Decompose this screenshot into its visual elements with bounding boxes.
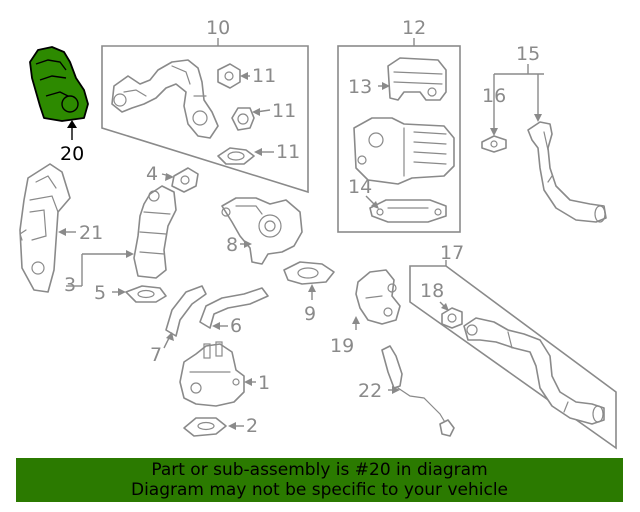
banner-line-2: Diagram may not be specific to your vehi… (130, 480, 508, 500)
callout-20: 20 (60, 143, 84, 165)
callout-12: 12 (402, 17, 426, 39)
callout-8: 8 (226, 234, 238, 256)
callout-11-b: 11 (272, 100, 296, 122)
callout-7: 7 (150, 344, 162, 366)
part-11-gasket-c[interactable] (217, 147, 255, 165)
callout-16: 16 (482, 85, 506, 107)
callout-1: 1 (258, 372, 270, 394)
callout-17: 17 (440, 242, 464, 264)
part-6-hose[interactable] (199, 287, 269, 329)
part-8-valve[interactable] (221, 197, 303, 265)
callout-19: 19 (330, 335, 354, 357)
part-22-sensor[interactable] (381, 345, 455, 437)
part-5-gasket[interactable] (125, 285, 167, 303)
part-4-gasket[interactable] (171, 167, 199, 193)
part-14-bracket[interactable] (369, 199, 447, 223)
callout-15: 15 (516, 43, 540, 65)
part-21[interactable] (19, 163, 71, 293)
group-box-10 (101, 45, 309, 194)
callout-21: 21 (79, 222, 103, 244)
callout-11-c: 11 (276, 141, 300, 163)
group-box-12 (337, 45, 461, 233)
group-box-17 (409, 265, 617, 450)
part-17-pipe[interactable] (463, 317, 605, 425)
callout-18: 18 (420, 280, 444, 302)
callout-10: 10 (206, 17, 230, 39)
callout-4: 4 (146, 163, 158, 185)
info-banner: Part or sub-assembly is #20 in diagram D… (16, 458, 623, 502)
callout-14: 14 (348, 176, 372, 198)
banner-line-1: Part or sub-assembly is #20 in diagram (151, 460, 488, 480)
callout-3: 3 (64, 274, 76, 296)
callout-5: 5 (94, 282, 106, 304)
part-19-bracket[interactable] (355, 269, 401, 325)
part-9-gasket[interactable] (283, 261, 335, 285)
part-12-cooler[interactable] (353, 117, 455, 185)
part-18-gasket[interactable] (441, 307, 463, 329)
arrow-20 (67, 120, 77, 128)
callout-6: 6 (230, 315, 242, 337)
part-13-bracket[interactable] (387, 57, 447, 101)
callout-9: 9 (304, 303, 316, 325)
part-10-pipe[interactable] (111, 59, 219, 139)
part-20-highlighted[interactable] (29, 46, 89, 122)
part-16-gasket[interactable] (481, 135, 507, 153)
callout-13: 13 (348, 76, 372, 98)
part-3-pipe[interactable] (133, 185, 177, 279)
part-15-tube[interactable] (527, 121, 607, 223)
part-11-gasket-a[interactable] (217, 63, 241, 89)
callout-11-a: 11 (252, 65, 276, 87)
part-11-gasket-b[interactable] (231, 107, 255, 131)
callout-22: 22 (358, 380, 382, 402)
part-2-gasket[interactable] (183, 417, 227, 437)
callout-2: 2 (246, 415, 258, 437)
part-1-valve[interactable] (179, 341, 245, 407)
part-7-hose[interactable] (165, 285, 207, 337)
